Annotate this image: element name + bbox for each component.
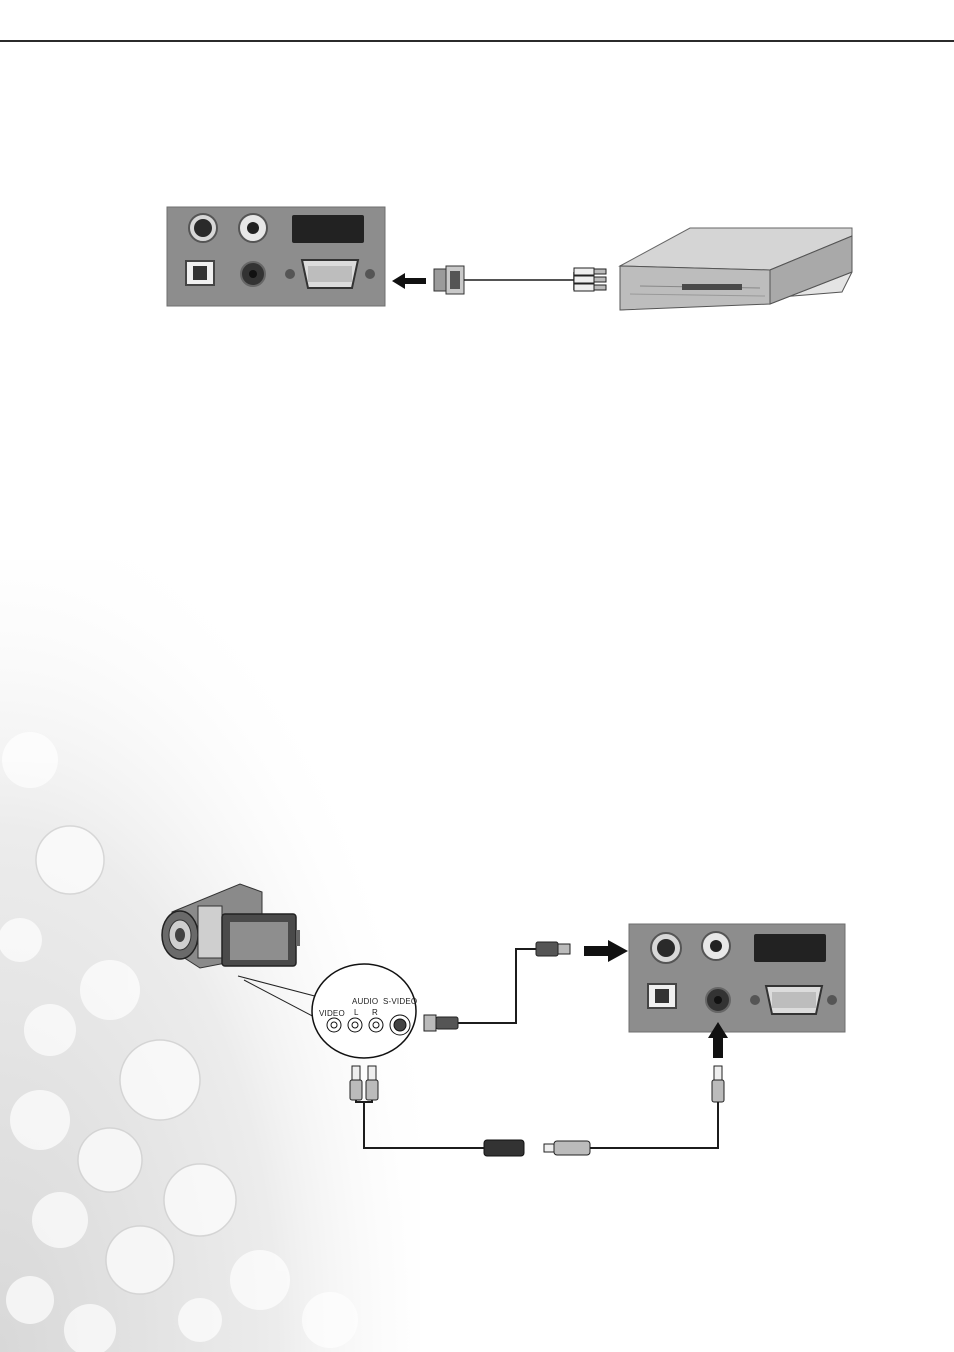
- rca-plug-icon: [544, 1141, 590, 1155]
- video-jack-label: VIDEO: [319, 1009, 345, 1018]
- audio-right-label: R: [372, 1008, 378, 1017]
- rca-plugs-icon: [574, 268, 606, 291]
- mini-jack-plug-icon: [712, 1066, 724, 1102]
- input-panel-icon: [629, 924, 845, 1032]
- arrow-icon: [392, 273, 426, 289]
- dvd-player-icon: [620, 228, 852, 310]
- camcorder-connection-diagram: [0, 870, 954, 1200]
- audio-y-cable-socket-icon: [484, 1140, 524, 1156]
- audio-jack-label: AUDIO: [352, 997, 378, 1006]
- audio-left-label: L: [354, 1008, 359, 1017]
- input-panel-icon: [167, 207, 385, 306]
- camcorder-icon: [162, 884, 300, 968]
- svideo-jack-label: S-VIDEO: [383, 997, 417, 1006]
- header-rule: [0, 40, 954, 42]
- audio-rca-plugs-icon: [350, 1066, 378, 1100]
- vga-to-component-adapter-icon: [434, 266, 464, 294]
- svideo-plug-icon: [424, 1015, 458, 1031]
- svideo-plug-top-icon: [536, 942, 570, 956]
- arrow-icon: [584, 940, 628, 962]
- component-connection-diagram: [0, 180, 954, 580]
